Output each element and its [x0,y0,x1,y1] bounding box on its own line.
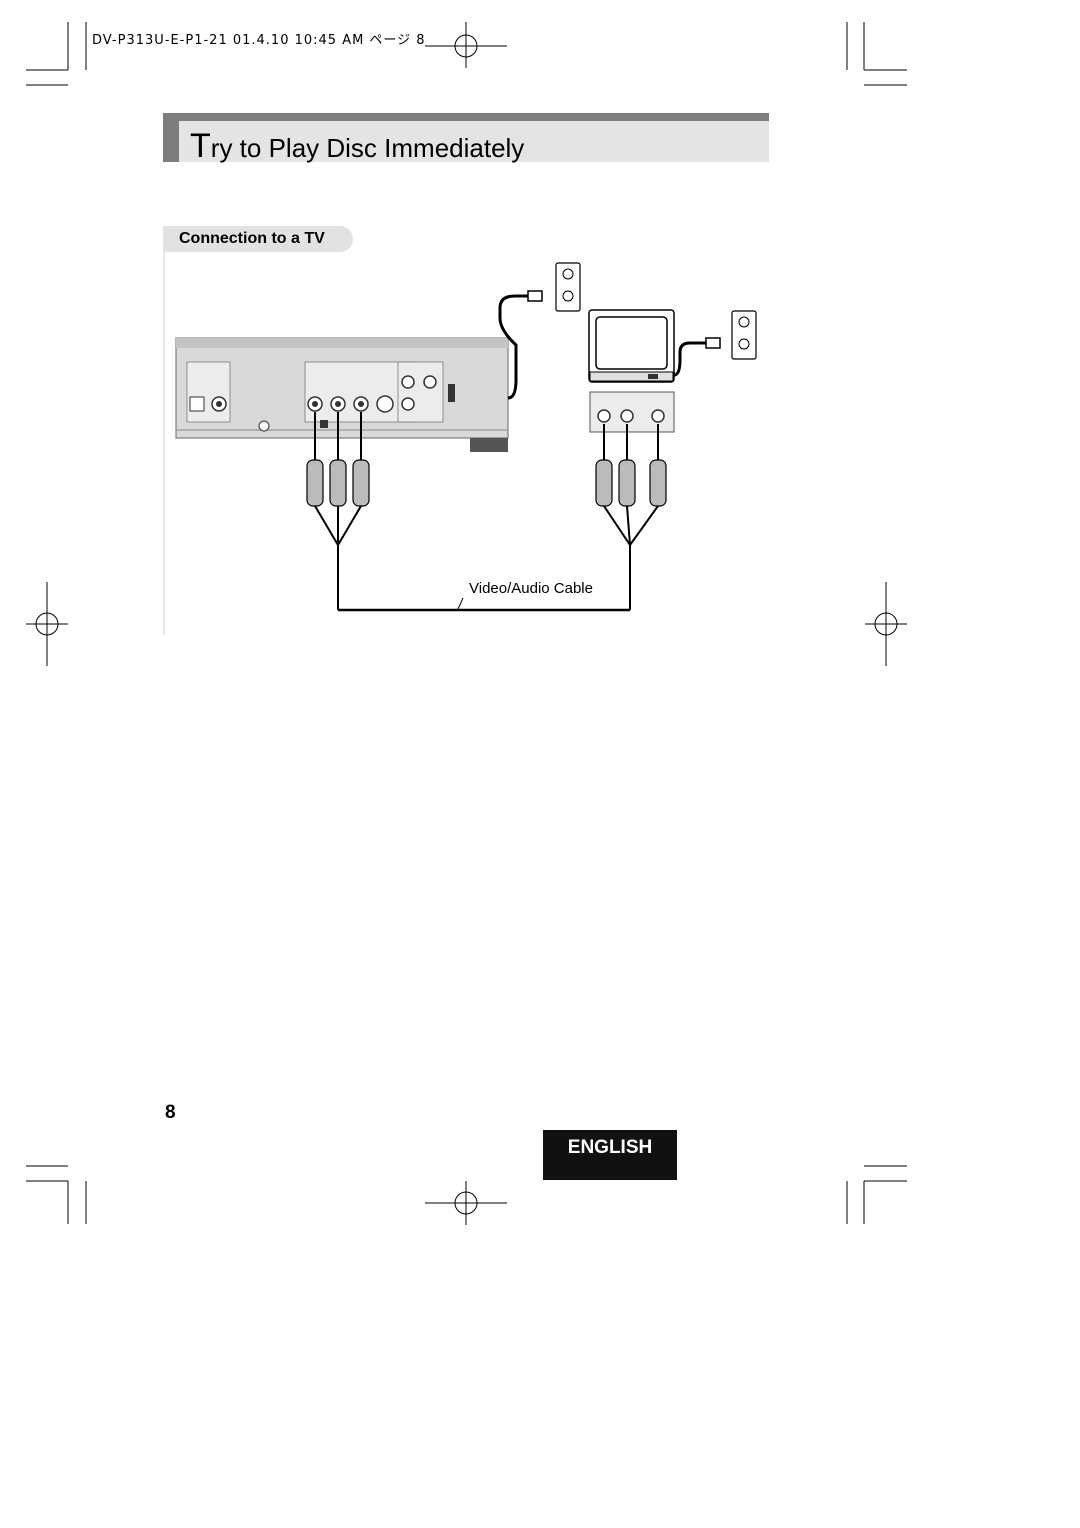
wall-outlet-1 [555,262,581,312]
language-badge: ENGLISH [543,1130,677,1180]
tv-power-plug [705,337,721,349]
dvd-player-rear-panel [175,337,509,452]
rca-cables-tv-side [603,424,659,460]
page-title-rest: ry to Play Disc Immediately [210,133,525,163]
tv-set [588,309,675,383]
crop-mark-bottom-right [846,1165,907,1224]
dvd-power-cord [498,294,530,400]
cable-label: Video/Audio Cable [469,580,593,597]
wall-outlet-2 [731,310,757,360]
section-tab [163,226,353,252]
cable-merge-tv-side [603,505,659,610]
tv-input-panel [589,391,675,433]
print-header-info: DV-P313U-E-P1-21 01.4.10 10:45 AM ページ 8 [92,33,426,48]
page-number: 8 [165,1102,176,1123]
rca-cables-dvd-side [314,412,362,460]
page-title: Try to Play Disc Immediately [190,127,524,166]
cable-merge-dvd-side [314,505,362,610]
crop-mark-bottom-left [26,1165,87,1224]
language-label: ENGLISH [567,1137,653,1158]
registration-mark-right [865,582,907,666]
title-bar [163,113,769,162]
rca-plugs-tv-side [595,459,667,507]
title-bar-accent [163,113,179,162]
rca-plugs-dvd-side [306,459,370,507]
dvd-power-plug [527,290,543,302]
crop-mark-top-right [846,22,907,86]
section-heading: Connection to a TV [179,230,325,247]
tv-power-cord [673,341,708,377]
registration-mark-bottom [425,1181,507,1225]
cable-label-pointer [457,597,464,610]
page-title-initial: T [190,127,211,165]
registration-mark-top [425,22,507,68]
registration-mark-left [26,582,68,666]
crop-mark-top-left [26,22,87,86]
